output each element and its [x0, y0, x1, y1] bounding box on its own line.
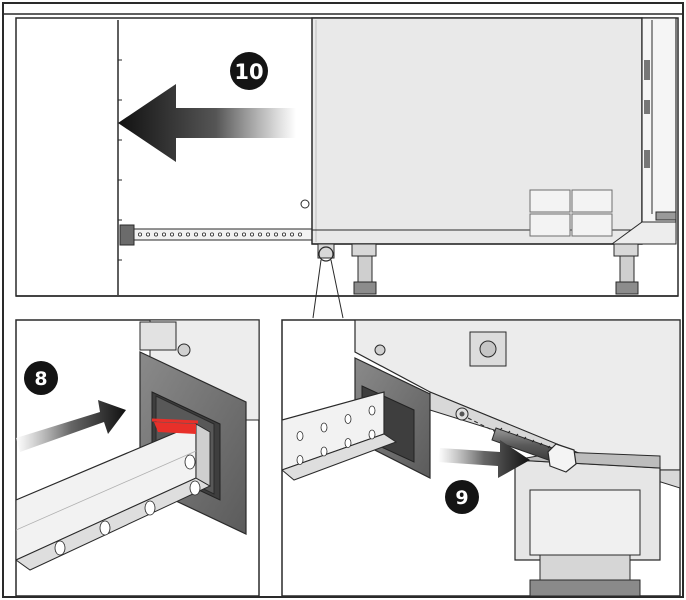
bar-hole	[201, 232, 206, 237]
step-9-panel: 9	[281, 319, 681, 597]
bar-hole	[296, 431, 304, 441]
bar-hole	[273, 232, 278, 237]
bar-hole	[153, 232, 158, 237]
insert-bolt-arrow-icon	[438, 440, 530, 478]
bar-hole	[145, 232, 150, 237]
step-8-badge: 8	[24, 361, 58, 395]
bar-hole	[184, 454, 196, 470]
bar-hole	[169, 232, 174, 237]
detail-callout-circle	[318, 246, 334, 262]
wall	[16, 20, 678, 297]
bar-hole	[144, 500, 156, 516]
bar-hole	[281, 232, 286, 237]
bar-hole	[297, 232, 302, 237]
bar-hole	[185, 232, 190, 237]
bar-hole	[99, 520, 111, 536]
bar-hole	[189, 480, 201, 496]
spacer-bar	[119, 224, 315, 246]
bar-hole	[233, 232, 238, 237]
bolt-head	[547, 443, 577, 473]
bar-hole	[344, 438, 352, 448]
bar-hole	[368, 429, 376, 440]
cabinet	[300, 17, 677, 245]
step-9-label: 9	[455, 487, 468, 509]
push-left-arrow-icon	[118, 84, 296, 162]
bar-hole	[249, 232, 254, 237]
bar-hole	[320, 422, 328, 433]
step-10-label: 10	[234, 60, 263, 84]
bar-hole	[296, 455, 304, 465]
insert-right-arrow-icon	[16, 400, 126, 452]
bar-hole	[217, 232, 222, 237]
bar-hole	[193, 232, 198, 237]
bar-hole	[257, 232, 262, 237]
bar-hole	[177, 232, 182, 237]
bar-hole	[344, 414, 352, 424]
insertion-mark-red	[154, 422, 196, 434]
top-panel: 10	[15, 17, 679, 319]
bar-hole	[161, 232, 166, 237]
step-8-panel: 8	[15, 319, 260, 597]
step-8-label: 8	[34, 368, 47, 390]
cabinet-feet	[317, 243, 639, 295]
bar-hole	[225, 232, 230, 237]
bar-hole	[137, 232, 142, 237]
bar-hole	[209, 232, 214, 237]
bar-hole	[265, 232, 270, 237]
bar-hole	[320, 446, 328, 457]
step-9-badge: 9	[445, 480, 479, 514]
bar-hole	[368, 405, 376, 416]
bar-hole	[241, 232, 246, 237]
bar-hole	[54, 540, 66, 556]
bar-hole	[289, 232, 294, 237]
callout-leader-lines	[312, 259, 344, 319]
step-10-badge: 10	[230, 52, 268, 90]
